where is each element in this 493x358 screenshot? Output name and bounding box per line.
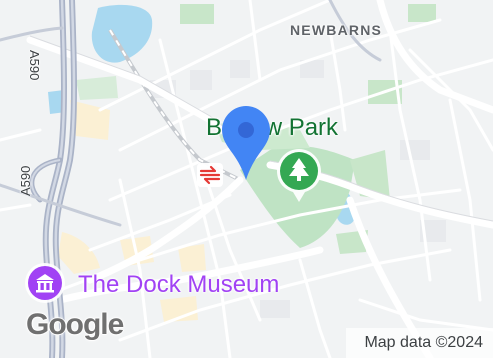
sand-2	[58, 232, 100, 274]
park-green-3	[408, 4, 436, 22]
road-label-a590-south: A590	[18, 165, 33, 196]
tree-icon[interactable]	[276, 148, 322, 204]
a590-loop-inner	[30, 159, 61, 201]
sand-4	[178, 244, 206, 272]
museum-icon[interactable]	[24, 262, 66, 304]
google-logo: Google	[26, 308, 124, 341]
area-label-newbarns: NEWBARNS	[290, 22, 383, 38]
water-dock	[91, 4, 153, 63]
location-pin-icon[interactable]	[219, 104, 273, 182]
park-green-5	[76, 76, 118, 100]
secondary-roads	[0, 0, 382, 227]
park-green-1	[180, 4, 214, 24]
national-rail-icon[interactable]	[197, 163, 223, 187]
a590-road-inner	[44, 0, 76, 358]
map-attribution[interactable]: Map data ©2024	[346, 328, 493, 358]
railway-line	[108, 28, 241, 182]
museum-label[interactable]: The Dock Museum	[78, 271, 280, 298]
road-label-a590-north: A590	[27, 50, 42, 81]
